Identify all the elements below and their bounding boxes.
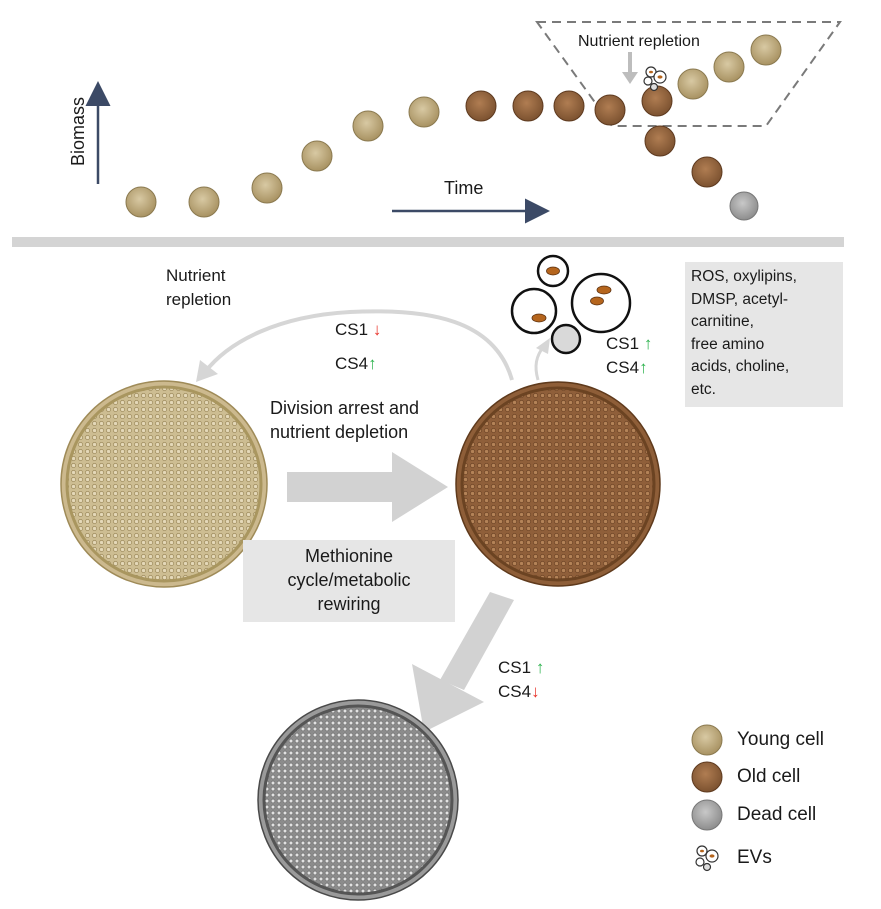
legend-evs-label: EVs	[737, 847, 772, 868]
division-arrest-line2: nutrient depletion	[270, 422, 409, 442]
old-cell	[691, 156, 723, 188]
rewiring-line3: rewiring	[317, 594, 381, 614]
young-cell	[188, 186, 220, 218]
metabolite-line: free amino	[691, 335, 765, 353]
arrow-old-to-dead-shaft	[440, 592, 514, 690]
arrow-young-to-old-shaft	[287, 472, 397, 502]
up-arrow-icon: ↑	[639, 358, 648, 377]
arrow-young-to-old-head	[392, 452, 448, 522]
young-cell	[713, 51, 745, 83]
cs-top-4-label: CS4	[335, 354, 369, 373]
young-cell-large	[60, 380, 268, 588]
cs-bottom-row-4: CS4↓	[498, 680, 544, 704]
rewiring-box: Methionine cycle/metabolic rewiring	[243, 540, 455, 622]
metabolite-line: carnitine,	[691, 313, 754, 330]
young-cell	[251, 172, 283, 204]
cs-right-1-label: CS1	[606, 334, 640, 353]
old-cell	[465, 90, 497, 122]
rewiring-line1: Methionine	[304, 546, 394, 566]
up-arrow-icon: ↑	[368, 354, 377, 373]
cs-top-group: CS1 ↓ CS4↑	[335, 318, 381, 376]
legend-dead-swatch	[691, 799, 723, 831]
cs-bottom-row-1: CS1 ↑	[498, 656, 544, 680]
cs-bottom-4-label: CS4	[498, 682, 532, 701]
young-cell	[750, 34, 782, 66]
legend-young-label: Young cell	[737, 729, 824, 750]
young-cell	[352, 110, 384, 142]
repletion-curved-arrow	[203, 309, 514, 381]
legend-young-swatch	[691, 724, 723, 756]
cs-bottom-group: CS1 ↑ CS4↓	[498, 656, 544, 704]
evs-cluster	[510, 254, 632, 355]
young-cell	[301, 140, 333, 172]
panel-divider	[12, 237, 844, 247]
dead-cell	[729, 191, 759, 221]
cs-bottom-1-label: CS1	[498, 658, 532, 677]
old-cell-large	[455, 381, 661, 587]
inset-evs-icon	[643, 66, 667, 92]
time-label: Time	[444, 178, 484, 198]
old-cell	[641, 85, 673, 117]
old-cell	[512, 90, 544, 122]
old-cell	[644, 125, 676, 157]
biomass-label: Biomass	[68, 96, 88, 166]
dead-cell-large	[257, 699, 459, 901]
legend-evs-icon	[695, 845, 719, 872]
cs-top-1-label: CS1	[335, 320, 369, 339]
old-cell	[553, 90, 585, 122]
metabolite-line: ROS, oxylipins,	[691, 268, 797, 285]
legend-old-label: Old cell	[737, 766, 801, 787]
cs-right-row-1: CS1 ↑	[606, 332, 652, 356]
metabolites-box: ROS, oxylipins, DMSP, acetyl- carnitine,…	[685, 262, 843, 407]
young-cell	[677, 68, 709, 100]
up-arrow-icon: ↑	[535, 658, 545, 677]
repletion-arrowhead	[196, 360, 218, 382]
metabolite-line: acids, choline,	[691, 358, 790, 375]
nutrient-repletion-line1: Nutrient	[166, 266, 226, 285]
metabolite-line: DMSP, acetyl-	[691, 290, 789, 308]
nutrient-repletion-label: Nutrient repletion	[166, 264, 231, 312]
up-arrow-icon: ↑	[643, 334, 653, 353]
down-arrow-icon: ↓	[531, 682, 540, 701]
legend-dead-label: Dead cell	[737, 804, 817, 825]
rewiring-line2: cycle/metabolic	[287, 570, 411, 590]
cs-top-row-1: CS1 ↓	[335, 318, 381, 342]
cs-right-4-label: CS4	[606, 358, 640, 377]
legend-old-swatch	[691, 761, 723, 793]
cs-right-group: CS1 ↑ CS4↑	[606, 332, 652, 380]
metabolite-line: etc.	[691, 380, 716, 398]
inset-down-arrowhead	[622, 72, 638, 84]
young-cell	[408, 96, 440, 128]
arrow-old-to-dead-head	[412, 664, 484, 732]
old-cell	[594, 94, 626, 126]
inset-nutrient-repletion-label: Nutrient repletion	[578, 33, 700, 50]
legend-icons	[691, 724, 723, 872]
cs-right-row-4: CS4↑	[606, 356, 652, 380]
growth-curve-cells	[125, 34, 782, 221]
division-arrest-label: Division arrest and nutrient depletion	[270, 396, 419, 444]
nutrient-repletion-line2: repletion	[166, 290, 232, 309]
down-arrow-icon: ↓	[372, 320, 382, 339]
young-cell	[125, 186, 157, 218]
ev-release-arrowhead	[536, 338, 550, 354]
repletion-inset-frame	[535, 21, 842, 127]
cs-top-row-4: CS4↑	[335, 352, 381, 376]
division-arrest-line1: Division arrest and	[270, 398, 420, 418]
